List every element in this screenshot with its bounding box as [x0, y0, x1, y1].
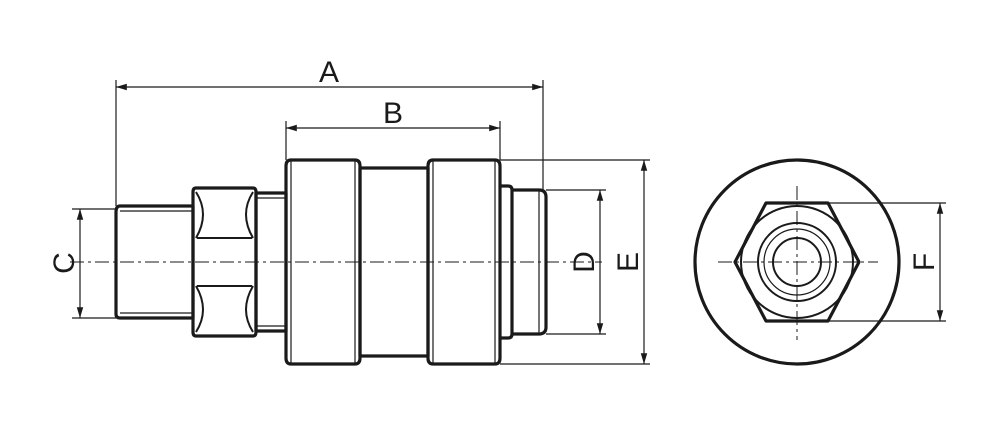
hex-outline: [733, 201, 861, 323]
end-view: F: [693, 158, 946, 366]
dimension-label-c: C: [48, 252, 81, 274]
dimension-e: E: [500, 159, 650, 365]
dimension-label-b: B: [383, 97, 403, 130]
dimension-label-a: A: [319, 56, 339, 89]
dimension-f: F: [828, 202, 946, 322]
dimension-a: A: [115, 56, 544, 206]
dimension-c: C: [48, 208, 116, 319]
side-view: A B C D E: [48, 56, 650, 366]
dimension-d: D: [546, 189, 606, 335]
dimension-label-d: D: [568, 251, 601, 273]
outer-body-circle: [693, 158, 901, 366]
dimension-b: B: [285, 97, 501, 160]
dimension-label-f: F: [908, 253, 941, 271]
dimension-label-e: E: [612, 252, 645, 272]
hex-nut: [191, 186, 258, 338]
